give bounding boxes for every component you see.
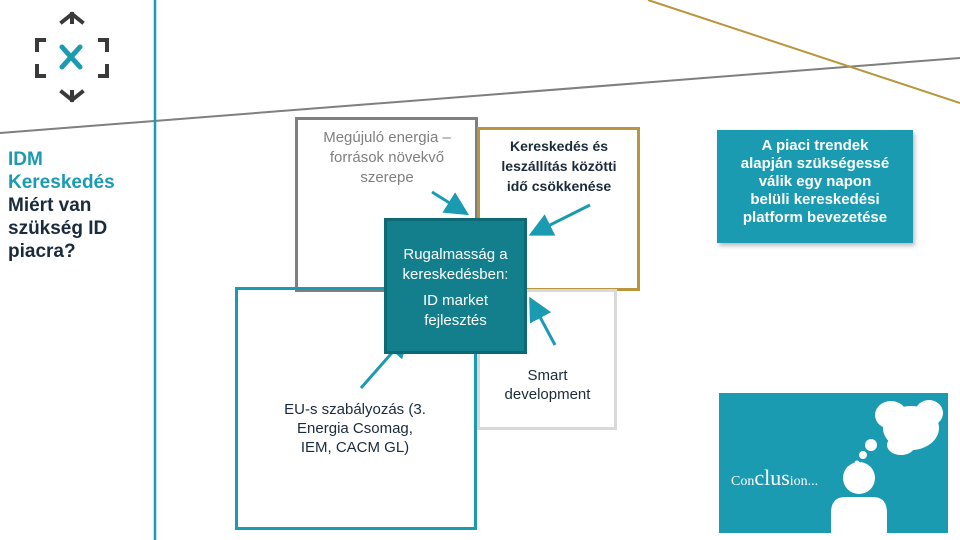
diagonal-gold-line <box>647 0 960 104</box>
conclusion-image: Conclusion... <box>719 393 948 533</box>
title-line2: Miért van szükség ID piacra? <box>8 195 108 262</box>
trading-time-box-text: Kereskedés és leszállítás közötti idő cs… <box>501 138 617 194</box>
smart-box-outline <box>477 289 617 430</box>
conclusion-part3: ion... <box>789 474 819 489</box>
arrow-renewable <box>431 190 470 216</box>
smart-box-text: Smart development <box>504 367 591 403</box>
conclusion-text: Conclusion... <box>731 465 818 491</box>
logo-icon <box>35 11 109 103</box>
title-line1: IDM Kereskedés <box>8 149 115 193</box>
conclusion-part2: clus <box>754 465 790 490</box>
logo-x-icon <box>59 44 83 70</box>
center-box-line1: Rugalmasság a kereskedésben: <box>402 246 509 283</box>
center-box-line2: ID market fejlesztés <box>422 292 488 329</box>
diagonal-gray-line <box>0 57 960 134</box>
page-title: IDM Kereskedés Miért van szükség ID piac… <box>8 148 148 263</box>
conclusion-part1: Con <box>731 474 755 489</box>
trend-box: A piaci trendek alapján szükségessé váli… <box>717 130 913 243</box>
renewable-box-text: Megújuló energia – források növekvő szer… <box>323 129 451 186</box>
center-box: Rugalmasság a kereskedésben: ID market f… <box>384 218 527 354</box>
thinking-person-icon <box>831 400 943 533</box>
arrow-trading <box>528 203 591 236</box>
eu-box-outline <box>235 287 477 530</box>
arrow-smart <box>529 296 557 346</box>
eu-box-text: EU-s szabályozás (3. Energia Csomag, IEM… <box>284 401 426 456</box>
